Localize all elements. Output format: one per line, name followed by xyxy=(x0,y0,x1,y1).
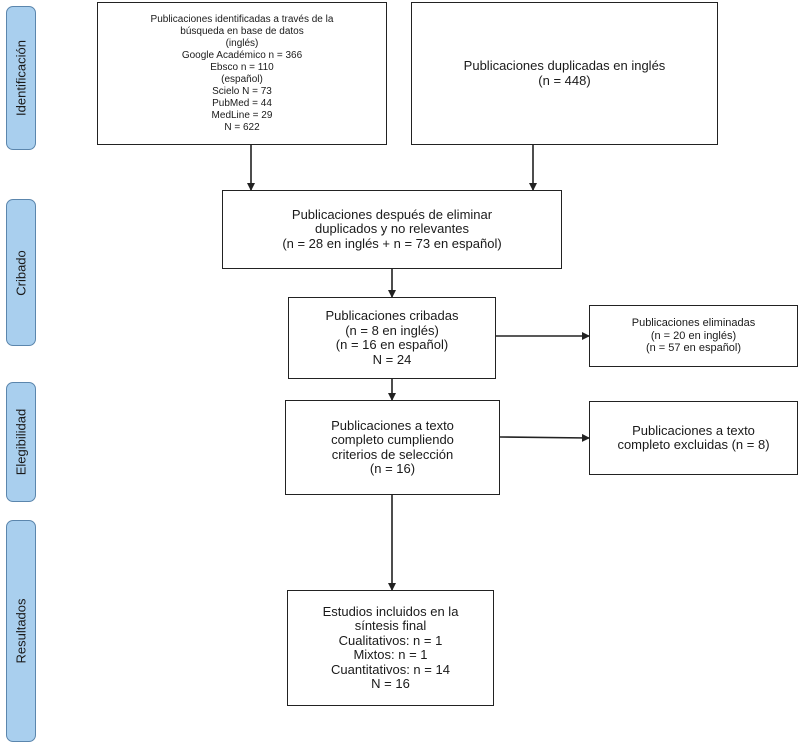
full-text-excluded-line: Publicaciones a texto xyxy=(632,422,755,438)
after-removal-line: (n = 28 en inglés + n = 73 en español) xyxy=(282,235,502,251)
full-text-line: Publicaciones a texto xyxy=(331,417,454,433)
after-removal-line: Publicaciones después de eliminar xyxy=(291,206,493,222)
full-text-excluded-line: completo excluidas (n = 8) xyxy=(617,437,770,452)
identified-line: Scielo N = 73 xyxy=(212,85,272,97)
full-text-box: Publicaciones a texto completo cumpliend… xyxy=(285,400,500,495)
identified-line: N = 622 xyxy=(224,121,260,133)
screened-line: (n = 8 en inglés) xyxy=(345,322,439,338)
after-removal-line: duplicados y no relevantes xyxy=(315,221,469,237)
identified-line: PubMed = 44 xyxy=(212,97,272,109)
screened-box: Publicaciones cribadas (n = 8 en inglés)… xyxy=(288,297,496,379)
identified-line: búsqueda en base de datos xyxy=(180,25,304,37)
identified-line: (español) xyxy=(221,73,263,85)
included-studies-box: Estudios incluidos en la síntesis final … xyxy=(287,590,494,706)
full-text-line: (n = 16) xyxy=(369,461,416,476)
after-removal-box: Publicaciones después de eliminar duplic… xyxy=(222,190,562,269)
phase-resultados: Resultados xyxy=(6,520,36,742)
full-text-excluded-box: Publicaciones a texto completo excluidas… xyxy=(589,401,798,475)
identified-line: Ebsco n = 110 xyxy=(210,61,274,73)
phase-cribado: Cribado xyxy=(6,199,36,346)
identified-line: Google Académico n = 366 xyxy=(181,49,303,61)
screened-line: (n = 16 en español) xyxy=(335,337,449,352)
full-text-line: criterios de selección xyxy=(331,446,454,462)
identified-records-box: Publicaciones identificadas a través de … xyxy=(97,2,387,145)
identified-line: Publicaciones identificadas a través de … xyxy=(150,13,334,25)
full-text-line: completo cumpliendo xyxy=(331,432,454,447)
duplicates-line: Publicaciones duplicadas en inglés xyxy=(463,58,666,73)
included-line: N = 16 xyxy=(371,676,410,691)
eliminated-line: Publicaciones eliminadas xyxy=(631,317,756,330)
identified-line: MedLine = 29 xyxy=(211,109,273,121)
duplicates-line: (n = 448) xyxy=(538,72,591,88)
duplicates-box: Publicaciones duplicadas en inglés (n = … xyxy=(411,2,718,145)
phase-elegibilidad: Elegibilidad xyxy=(6,382,36,502)
eliminated-line: (n = 20 en inglés) xyxy=(650,329,737,342)
arrow-full-text-to-excluded xyxy=(499,433,590,442)
included-line: Cualitativos: n = 1 xyxy=(338,632,443,648)
phase-identificacion: Identificación xyxy=(6,6,36,150)
screened-line: N = 24 xyxy=(372,351,412,367)
eliminated-line: (n = 57 en español) xyxy=(645,342,742,355)
eliminated-box: Publicaciones eliminadas (n = 20 en ingl… xyxy=(589,305,798,367)
included-line: Cuantitativos: n = 14 xyxy=(331,661,450,677)
included-line: síntesis final xyxy=(354,618,427,633)
screened-line: Publicaciones cribadas xyxy=(325,308,459,323)
included-line: Estudios incluidos en la xyxy=(322,603,459,619)
included-line: Mixtos: n = 1 xyxy=(353,647,428,662)
identified-line: (inglés) xyxy=(225,37,259,49)
